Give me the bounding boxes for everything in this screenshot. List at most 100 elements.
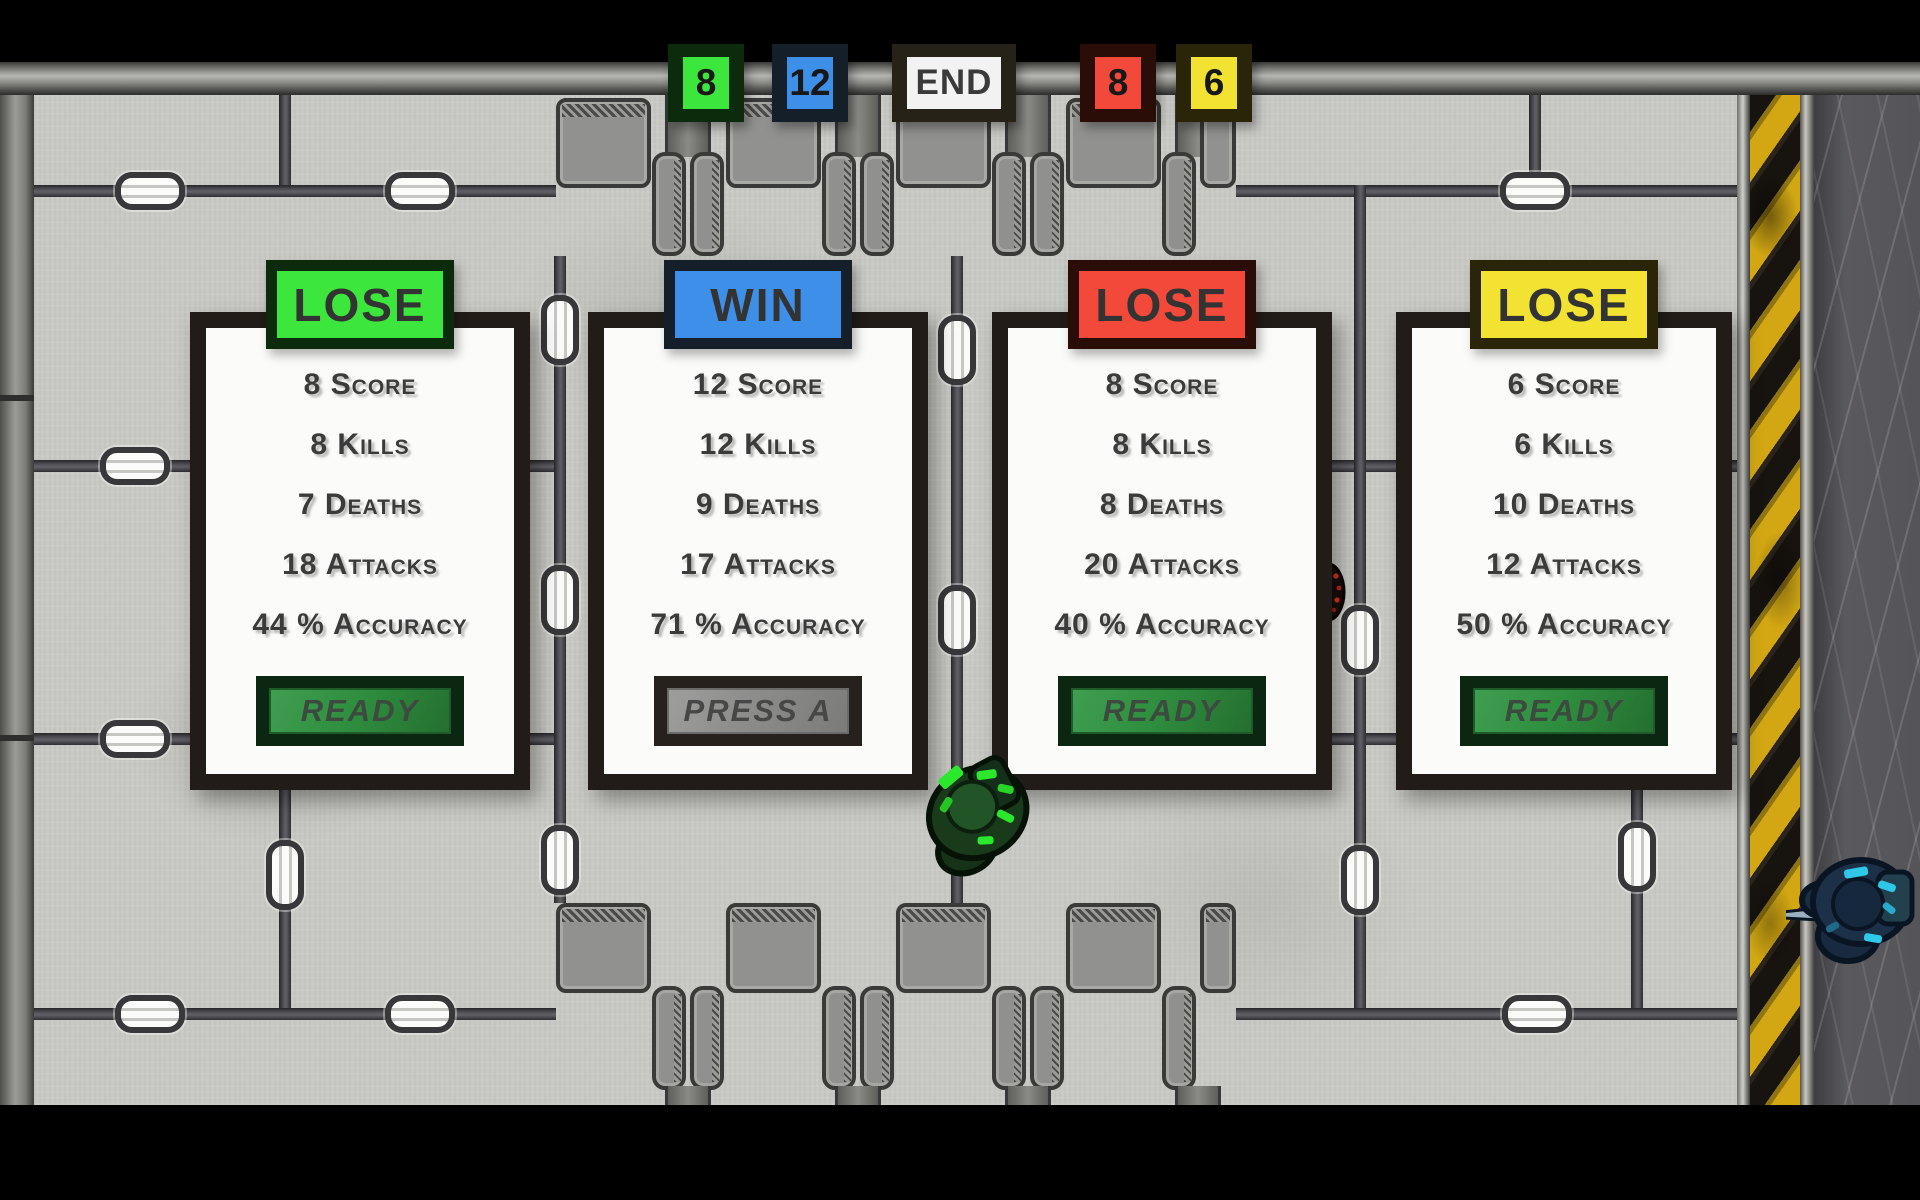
score-box-green: 8 — [668, 44, 744, 122]
score-box-yellow: 6 — [1176, 44, 1252, 122]
hazard-stripe — [1750, 95, 1800, 1105]
crate-block — [726, 903, 821, 993]
crate-stem — [1005, 1086, 1051, 1105]
wall-joint — [0, 735, 34, 741]
ready-button[interactable]: READY — [1460, 676, 1668, 746]
stat-accuracy: 50 % Accuracy — [1456, 608, 1672, 641]
result-label: LOSE — [277, 271, 443, 338]
end-label: END — [907, 57, 1001, 109]
floor-handle — [100, 447, 170, 485]
crate-stem — [1175, 1086, 1221, 1105]
score-value-red: 8 — [1095, 57, 1141, 109]
result-banner: WIN — [664, 260, 852, 349]
stat-deaths: 8 Deaths — [1099, 488, 1225, 521]
panel-player-yellow: 6 Score 6 Kills 10 Deaths 12 Attacks 50 … — [1396, 260, 1732, 790]
floor-handle — [266, 840, 304, 910]
hazard-edge — [1800, 95, 1814, 1105]
floor-handle — [1341, 605, 1379, 675]
result-label: LOSE — [1079, 271, 1245, 338]
crate-pillar — [992, 152, 1026, 256]
floor-handle — [1341, 845, 1379, 915]
score-box-red: 8 — [1080, 44, 1156, 122]
floor-beam — [34, 185, 556, 197]
stat-kills: 8 Kills — [310, 428, 410, 461]
stat-accuracy: 44 % Accuracy — [252, 608, 468, 641]
crate-pillar — [822, 152, 856, 256]
floor-beam — [1236, 1008, 1737, 1020]
crate-block — [556, 98, 651, 188]
stat-score: 8 Score — [1105, 368, 1219, 401]
hazard-zone — [1737, 95, 1814, 1105]
floor-beam — [951, 256, 963, 903]
stat-attacks: 18 Attacks — [282, 548, 438, 581]
crate-block — [1200, 903, 1236, 993]
stat-kills: 12 Kills — [699, 428, 817, 461]
stat-attacks: 17 Attacks — [680, 548, 836, 581]
floor-beam — [279, 95, 291, 185]
stat-deaths: 7 Deaths — [297, 488, 423, 521]
crate-block — [556, 903, 651, 993]
wall-trim-bottom — [0, 1105, 1920, 1152]
stat-deaths: 10 Deaths — [1493, 488, 1635, 521]
ready-button-label: READY — [1071, 688, 1253, 734]
ready-button-label: READY — [1473, 688, 1655, 734]
crate-stem — [665, 1086, 711, 1105]
floor-handle — [115, 172, 185, 210]
crate-pillar — [652, 152, 686, 256]
wall-joint — [0, 395, 34, 401]
result-label: WIN — [675, 271, 841, 338]
stat-kills: 8 Kills — [1112, 428, 1212, 461]
floor-handle — [541, 295, 579, 365]
stat-score: 12 Score — [692, 368, 824, 401]
score-value-green: 8 — [683, 57, 729, 109]
floor-handle — [1500, 172, 1570, 210]
result-label: LOSE — [1481, 271, 1647, 338]
ready-button-label: READY — [269, 688, 451, 734]
crate-pillar — [1030, 986, 1064, 1090]
hazard-edge — [1737, 95, 1750, 1105]
crate-pillar — [690, 986, 724, 1090]
floor-handle — [541, 825, 579, 895]
crate-pillar — [652, 986, 686, 1090]
result-banner: LOSE — [1470, 260, 1658, 349]
stat-deaths: 9 Deaths — [695, 488, 821, 521]
crate-stem — [835, 1086, 881, 1105]
panel-player-blue: 12 Score 12 Kills 9 Deaths 17 Attacks 71… — [588, 260, 928, 790]
floor-beam — [1529, 95, 1541, 185]
panel-body: 8 Score 8 Kills 8 Deaths 20 Attacks 40 %… — [1008, 328, 1316, 774]
ready-button[interactable]: READY — [256, 676, 464, 746]
crate-pillar — [992, 986, 1026, 1090]
stat-attacks: 12 Attacks — [1486, 548, 1642, 581]
floor-beam — [1236, 185, 1737, 197]
floor-handle — [100, 720, 170, 758]
stat-score: 8 Score — [303, 368, 417, 401]
stat-accuracy: 40 % Accuracy — [1054, 608, 1270, 641]
panel-player-red: 8 Score 8 Kills 8 Deaths 20 Attacks 40 %… — [992, 260, 1332, 790]
crate-pillar — [860, 152, 894, 256]
floor-beam — [34, 1008, 556, 1020]
crate-pillar — [1162, 986, 1196, 1090]
floor-handle — [385, 995, 455, 1033]
floor-handle — [115, 995, 185, 1033]
floor-handle — [938, 315, 976, 385]
floor-handle — [938, 585, 976, 655]
crate-pillar — [860, 986, 894, 1090]
crate-block — [1066, 903, 1161, 993]
stat-attacks: 20 Attacks — [1084, 548, 1240, 581]
crate-pillar — [822, 986, 856, 1090]
score-box-blue: 12 — [772, 44, 848, 122]
press-a-button[interactable]: PRESS A — [654, 676, 862, 746]
crate-pillar — [1030, 152, 1064, 256]
crate-block — [896, 903, 991, 993]
crate-wall-bottom — [556, 903, 1236, 1105]
floor-handle — [541, 565, 579, 635]
crate-pillar — [1162, 152, 1196, 256]
result-banner: LOSE — [266, 260, 454, 349]
left-wall-column — [0, 95, 34, 1105]
ready-button[interactable]: READY — [1058, 676, 1266, 746]
floor-beam — [1354, 185, 1366, 1008]
floor-handle — [1618, 822, 1656, 892]
floor-handle — [1502, 995, 1572, 1033]
stat-accuracy: 71 % Accuracy — [650, 608, 866, 641]
